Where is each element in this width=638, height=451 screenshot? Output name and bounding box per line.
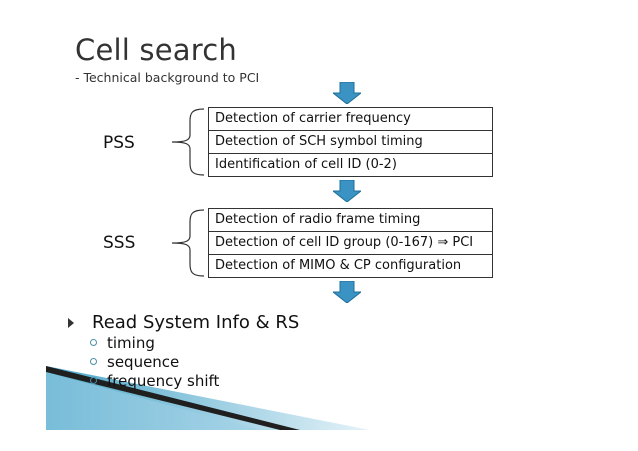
page-title: Cell search — [75, 33, 237, 67]
sub-bullet-item: timing — [90, 334, 155, 352]
pss-table: Detection of carrier frequency Detection… — [208, 107, 493, 177]
sub-bullet-item: sequence — [90, 353, 179, 371]
sub-bullet-text: sequence — [107, 353, 180, 371]
bullet-text: Read System Info & RS — [92, 312, 300, 333]
sss-row: Detection of MIMO & CP configuration — [215, 258, 462, 273]
down-arrow-icon — [333, 180, 361, 202]
sss-table: Detection of radio frame timing Detectio… — [208, 208, 493, 278]
circle-bullet-icon — [90, 339, 97, 346]
circle-bullet-icon — [90, 358, 97, 365]
sss-label: SSS — [103, 233, 136, 253]
sub-bullet-item: frequency shift — [90, 372, 219, 390]
down-arrow-icon — [333, 82, 361, 104]
pss-row: Identification of cell ID (0-2) — [215, 157, 397, 172]
page-subtitle: - Technical background to PCI — [75, 70, 260, 85]
pss-label: PSS — [103, 133, 135, 153]
down-arrow-icon — [333, 281, 361, 303]
sub-bullet-text: frequency shift — [107, 372, 220, 390]
triangle-bullet-icon — [68, 318, 74, 328]
pss-row: Detection of carrier frequency — [209, 108, 492, 131]
left-brace-icon — [171, 108, 205, 176]
sss-row: Detection of cell ID group (0-167) ⇒ PCI — [209, 232, 492, 255]
left-brace-icon — [171, 209, 205, 277]
pss-row: Detection of SCH symbol timing — [209, 131, 492, 154]
circle-bullet-icon — [90, 377, 97, 384]
sss-row: Detection of radio frame timing — [209, 209, 492, 232]
sub-bullet-text: timing — [107, 334, 155, 352]
